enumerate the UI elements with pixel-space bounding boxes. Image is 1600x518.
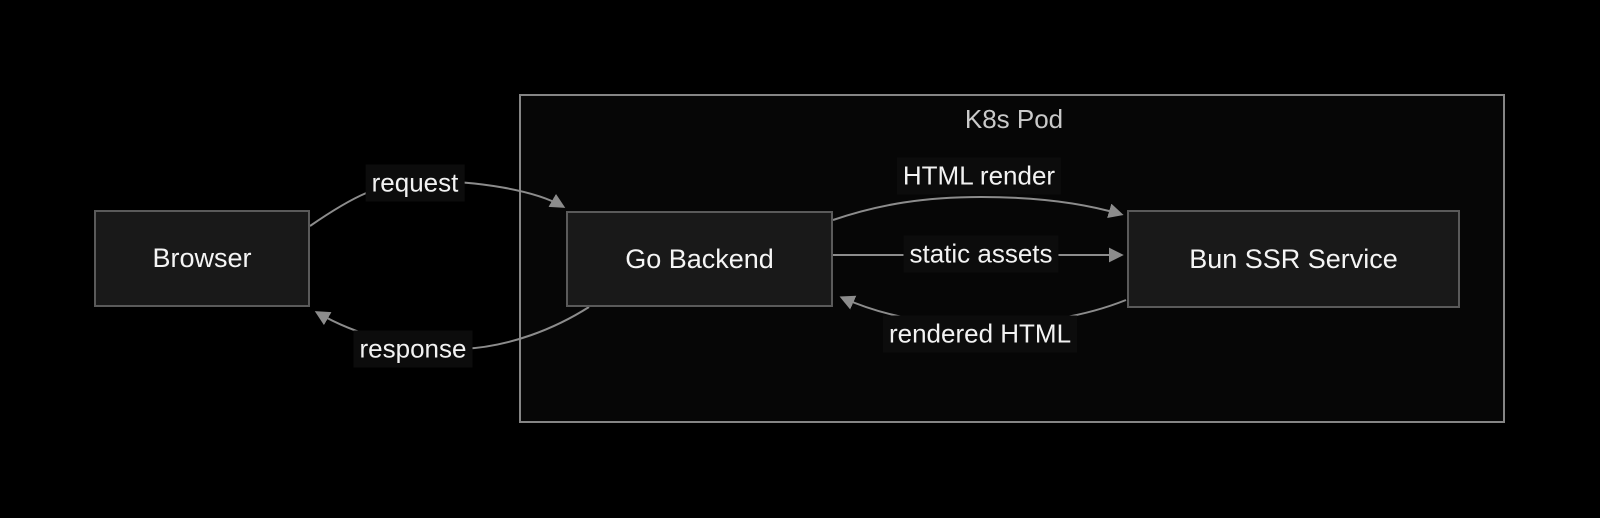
edge-label-request: request [365, 164, 465, 202]
edge-label-html-render: HTML render [896, 157, 1062, 195]
node-browser: Browser [94, 210, 310, 307]
node-go-backend: Go Backend [566, 211, 833, 307]
node-go-backend-label: Go Backend [625, 243, 774, 274]
node-bun-ssr-service-label: Bun SSR Service [1189, 243, 1398, 274]
cluster-title: K8s Pod [964, 104, 1064, 134]
edge-label-rendered-html: rendered HTML [882, 315, 1078, 353]
node-bun-ssr-service: Bun SSR Service [1127, 210, 1460, 308]
edge-html-render-line [832, 195, 1124, 221]
node-browser-label: Browser [152, 243, 252, 273]
edge-label-static-assets: static assets [903, 235, 1059, 273]
edge-label-response: response [353, 330, 473, 368]
